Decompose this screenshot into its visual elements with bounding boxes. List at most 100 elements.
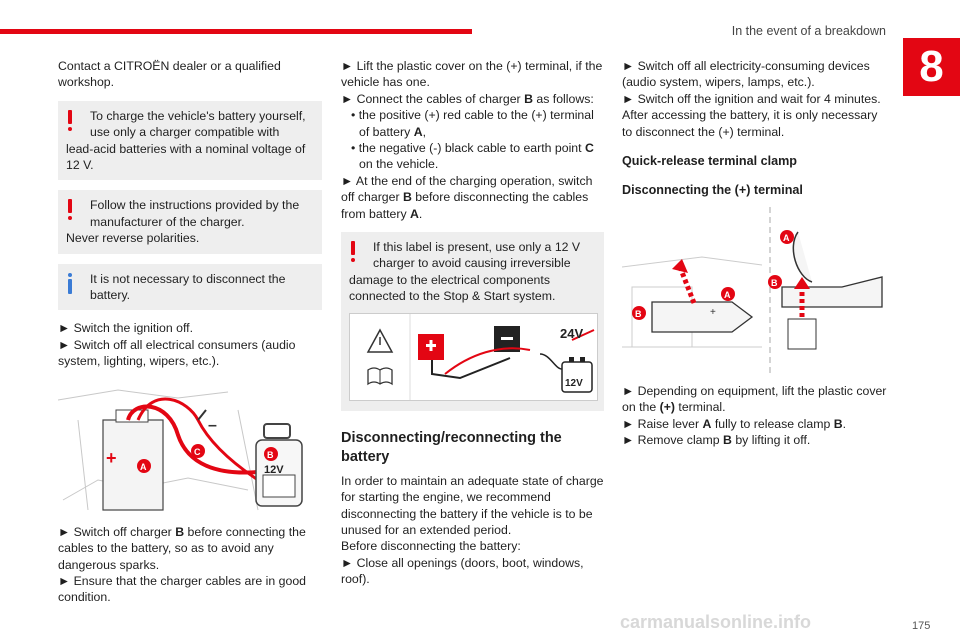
section-heading: Disconnecting/reconnecting the battery <box>341 429 562 465</box>
section-title: In the event of a breakdown <box>731 24 886 38</box>
column-2: ► Lift the plastic cover on the (+) term… <box>341 58 604 588</box>
step-text: ► Depending on equipment, lift the plast… <box>622 383 887 415</box>
ref-b: B <box>402 190 412 205</box>
ref-b: B <box>524 91 533 106</box>
step-text: ► Remove clamp <box>622 433 724 448</box>
column-1: Contact a CITROËN dealer or a qualified … <box>57 58 322 606</box>
label-b: B <box>771 277 778 288</box>
caution-triangle-icon <box>366 328 394 353</box>
point-b <box>264 446 278 461</box>
bullet-text: • the positive (+) red cable to the (+) … <box>351 108 594 139</box>
stop-start-label-illustration <box>366 313 595 400</box>
plus-sign: + <box>710 306 716 318</box>
info-text: It is not necessary to disconnect the ba… <box>90 271 286 303</box>
watermark[interactable]: carmanualsonline.info <box>620 612 812 632</box>
warning-icon <box>350 241 356 263</box>
ref-a: A <box>410 206 419 221</box>
info-box: It is not necessary to disconnect the ba… <box>58 263 322 311</box>
warning-text: lead-acid batteries with a nominal volta… <box>66 141 306 173</box>
paragraph: Before disconnecting the battery: <box>341 539 521 554</box>
stop-start-label: 24V 12V <box>349 312 598 401</box>
ref-b: B <box>833 416 843 431</box>
step-text: fully to release clamp <box>711 416 834 431</box>
bullet: • the positive (+) red cable to the (+) … <box>341 107 604 140</box>
step-text: ► Connect the cables of charger <box>341 91 525 106</box>
warning-box: To charge the vehicle's battery yourself… <box>58 100 322 181</box>
step: ► Switch off all electricity-consuming d… <box>622 59 870 90</box>
step: ► Switch off the ignition and wait for 4… <box>622 91 881 106</box>
ref-a: A <box>702 416 712 431</box>
step: ► Connect the cables of charger B as fol… <box>341 91 604 107</box>
step: ► At the end of the charging operation, … <box>341 173 604 222</box>
battery-charger-illustration <box>57 379 322 518</box>
label-a: A <box>140 461 147 472</box>
battery-charger-figure: A C B + – 12V <box>57 379 322 518</box>
ref-a: A <box>413 124 423 139</box>
label-b: B <box>267 449 274 460</box>
ref-b: B <box>175 524 185 539</box>
bullet-text: on the vehicle. <box>359 157 439 172</box>
step: ► Switch the ignition off. <box>58 321 193 336</box>
step: ► Close all openings (doors, boot, windo… <box>341 555 584 587</box>
terminal-clamp-illustration <box>621 206 883 375</box>
warning-icon <box>67 109 73 132</box>
warning-text: Follow the instructions provided by the … <box>90 198 300 229</box>
step-text: as follows: <box>532 91 594 106</box>
warning-icon <box>67 199 73 221</box>
label-c: C <box>194 446 201 457</box>
minus-sign: – <box>208 416 217 434</box>
step-text: before connecting the cables to the batt… <box>58 524 306 572</box>
voltage-label: 12V <box>264 463 284 476</box>
manual-book-icon <box>367 367 393 385</box>
label-a: A <box>783 232 790 243</box>
bullet: • the negative (-) black cable to earth … <box>341 140 604 173</box>
label-12v: 12V <box>565 377 583 389</box>
step: ► Raise lever A fully to release clamp B… <box>622 416 888 432</box>
ref-c: C <box>584 141 594 156</box>
paragraph: After accessing the battery, it is only … <box>622 108 878 139</box>
step: ► Ensure that the charger cables are in … <box>58 573 307 605</box>
warning-text: To charge the vehicle's battery yourself… <box>90 108 306 140</box>
step: ► Lift the plastic cover on the (+) term… <box>341 59 603 90</box>
step-text: terminal. <box>674 400 726 415</box>
step: ► Switch off all electrical consumers (a… <box>58 337 296 369</box>
subheading: Disconnecting the (+) terminal <box>622 183 803 198</box>
step-text: ► At the end of the charging operation, … <box>341 173 593 205</box>
subheading: Quick-release terminal clamp <box>622 154 797 169</box>
header-accent-bar <box>0 29 472 34</box>
warning-text: damage to the electrical components conn… <box>349 272 556 304</box>
point-a <box>137 458 151 473</box>
step-text: before disconnecting the cables from bat… <box>341 190 589 221</box>
ref-plus: (+) <box>659 400 675 415</box>
lever-point-b <box>768 274 782 289</box>
point-c <box>191 443 205 458</box>
step-text: . <box>418 206 423 221</box>
step: ► Switch off charger B before connecting… <box>58 524 322 573</box>
plus-sign: + <box>106 447 117 468</box>
step-text: ► Raise lever <box>622 416 703 431</box>
step-text: ► Switch off charger <box>58 524 176 539</box>
warning-text: If this label is present, use only a 12 … <box>373 240 581 271</box>
terminal-clamp-figure: A B A B + <box>621 206 886 375</box>
bullet-text: • the negative (-) black cable to earth … <box>351 141 585 156</box>
warning-text: Never reverse polarities. <box>66 231 200 246</box>
step-text: . <box>842 416 847 431</box>
page-number: 175 <box>912 620 931 632</box>
bullet-text: , <box>422 124 426 139</box>
step: ► Depending on equipment, lift the plast… <box>622 383 888 416</box>
step-text: by lifting it off. <box>731 433 811 448</box>
chapter-badge: 8 <box>903 38 960 96</box>
ref-b: B <box>723 433 732 448</box>
label-a: A <box>724 289 731 300</box>
paragraph: Contact a CITROËN dealer or a qualified … <box>58 59 281 90</box>
paragraph: In order to maintain an adequate state o… <box>341 473 604 537</box>
clamp-point-a <box>721 286 735 301</box>
label-24v: 24V <box>560 325 584 341</box>
step: ► Remove clamp B by lifting it off. <box>622 432 888 448</box>
label-b: B <box>635 308 642 319</box>
info-icon <box>67 272 73 295</box>
clamp-point-b <box>632 305 646 320</box>
warning-box: If this label is present, use only a 12 … <box>341 232 604 411</box>
lever-point-a <box>780 229 794 244</box>
warning-box: Follow the instructions provided by the … <box>58 190 322 254</box>
